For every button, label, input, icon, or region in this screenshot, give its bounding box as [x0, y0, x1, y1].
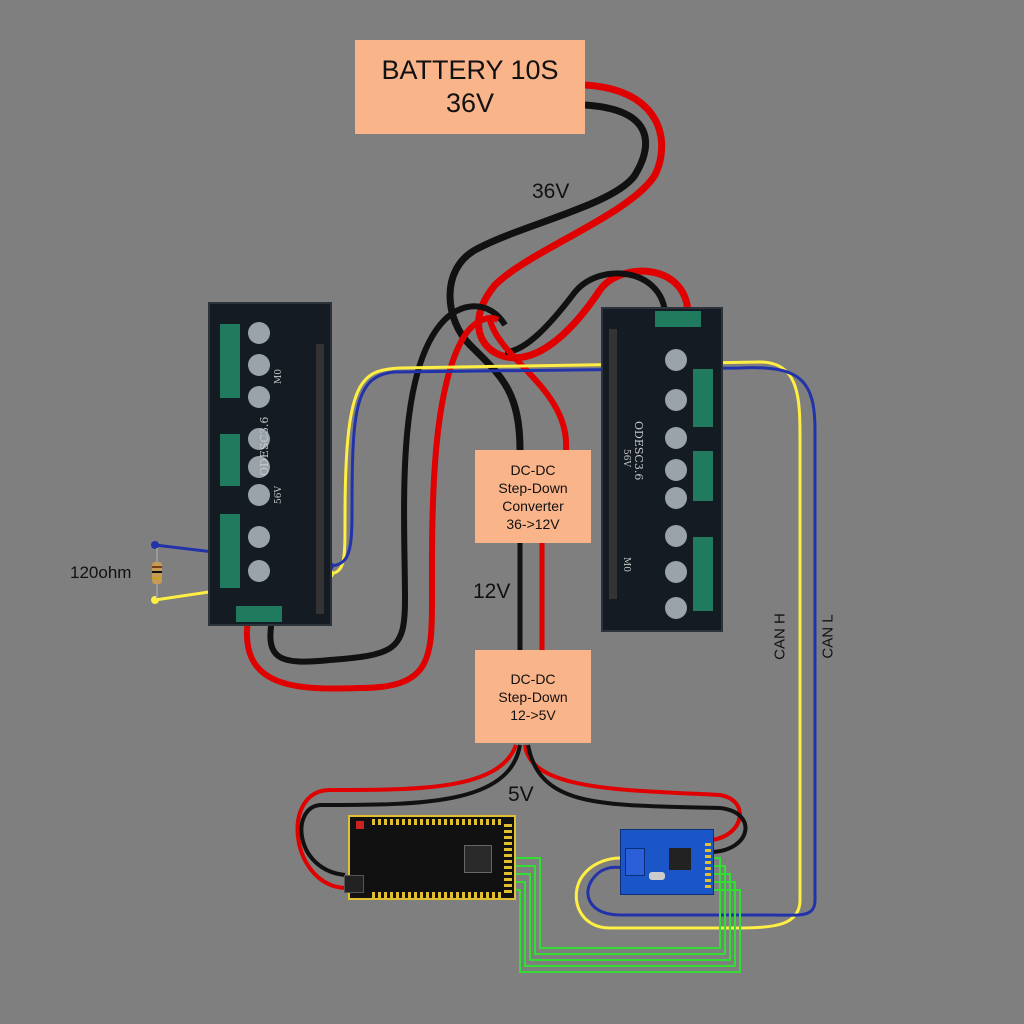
5v-positive-wire-can — [523, 744, 742, 842]
can-module — [620, 829, 714, 895]
converter-36-12-line: Converter — [502, 497, 564, 514]
converter-12-5-line: Step-Down — [498, 688, 568, 705]
can-controller-chip — [669, 848, 691, 870]
resistor-lead-top-dot — [151, 541, 159, 549]
converter-36-12-line: 36->12V — [506, 515, 560, 532]
mcu-chip — [464, 845, 492, 873]
capacitor — [248, 428, 270, 450]
terminal-block-c — [693, 537, 713, 611]
pin-header — [316, 344, 324, 614]
can-pin-header — [705, 842, 711, 888]
capacitor — [248, 484, 270, 506]
spi-wires — [515, 857, 741, 973]
battery-positive-wire — [475, 81, 692, 361]
power-terminal — [655, 311, 701, 327]
terminal-block-a — [220, 324, 240, 398]
odesc-model-label: ODESC3.6 — [258, 416, 271, 476]
terminal-block-b — [220, 434, 240, 486]
capacitor — [665, 487, 687, 509]
converter-36-12-box: DC-DC Step-Down Converter 36->12V — [475, 450, 591, 543]
left-odesc-negative-wire — [267, 303, 508, 665]
wire-label-36v: 36V — [532, 180, 570, 203]
capacitor — [665, 597, 687, 619]
power-terminal — [236, 606, 282, 622]
capacitor — [665, 459, 687, 481]
odesc-voltage-label: 56V — [621, 449, 631, 467]
odesc-board-left: ODESC3.6 56V M0 — [208, 302, 332, 626]
terminal-block-b — [693, 451, 713, 501]
wire-label-12v: 12V — [473, 580, 511, 603]
resistor-label: 120ohm — [70, 563, 132, 582]
5v-negative-wire-arduino — [299, 744, 522, 877]
dc-jack — [344, 875, 364, 893]
converter-36-12-line: DC-DC — [510, 461, 556, 478]
terminal-block-a — [693, 369, 713, 427]
capacitor — [248, 322, 270, 344]
capacitor — [665, 561, 687, 583]
converter-12-5-line: 12->5V — [510, 706, 556, 723]
terminal-block-c — [220, 514, 240, 588]
capacitor — [665, 525, 687, 547]
crystal — [649, 872, 665, 880]
capacitor — [248, 560, 270, 582]
can-screw-terminal — [625, 848, 645, 876]
converter-36-12-line: Step-Down — [498, 479, 568, 496]
can-h-label: CAN H — [771, 613, 789, 660]
pin-header-right — [504, 823, 512, 893]
can-h-wire — [154, 360, 802, 930]
capacitor — [248, 456, 270, 478]
capacitor — [248, 526, 270, 548]
left-odesc-positive-wire — [243, 315, 500, 692]
battery-title: BATTERY 10S — [381, 55, 559, 85]
capacitor — [665, 427, 687, 449]
5v-positive-wire-arduino — [295, 744, 518, 890]
can-l-wire — [154, 366, 817, 917]
wire-label-5v: 5V — [508, 783, 534, 806]
pin-header-bottom — [372, 892, 502, 898]
odesc-model-label: ODESC3.6 — [632, 421, 645, 481]
odesc-motor-label: M0 — [621, 557, 631, 572]
odesc-board-right: ODESC3.6 56V M0 — [601, 307, 723, 632]
converter-36v-positive-wire — [487, 319, 570, 451]
converter-12-5-box: DC-DC Step-Down 12->5V — [475, 650, 591, 743]
capacitor — [248, 386, 270, 408]
capacitor — [248, 354, 270, 376]
capacitor — [665, 349, 687, 371]
odesc-voltage-label: 56V — [274, 486, 284, 504]
right-odesc-negative-wire — [504, 270, 668, 355]
pin-header — [609, 329, 617, 599]
can-l-label: CAN L — [819, 614, 837, 659]
converter-12-5-line: DC-DC — [510, 670, 556, 687]
battery-voltage: 36V — [445, 88, 495, 118]
odesc-motor-label: M0 — [274, 369, 284, 384]
arduino-board — [344, 815, 516, 900]
capacitor — [665, 389, 687, 411]
battery-box: BATTERY 10S 36V — [355, 40, 585, 134]
reset-button — [356, 821, 364, 829]
5v-negative-wire-can — [526, 744, 748, 854]
pin-header-top — [372, 819, 502, 825]
